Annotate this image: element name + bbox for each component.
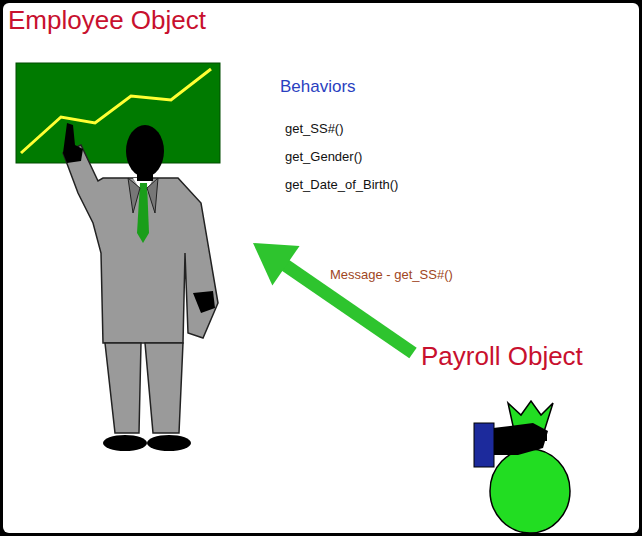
object-title: Payroll Object <box>421 341 637 371</box>
object-region: Employee Object <box>3 3 253 463</box>
behavior-item: get_Date_of_Birth() <box>285 177 398 192</box>
object-region: Payroll Object <box>413 339 637 531</box>
section-heading: Behaviors <box>280 77 356 97</box>
behavior-item: get_SS#() <box>285 121 344 136</box>
message-label: Message - get_SS#() <box>328 267 455 282</box>
object-title: Employee Object <box>8 5 253 35</box>
behavior-item: get_Gender() <box>285 149 362 164</box>
chart-board <box>16 63 220 163</box>
money-bag <box>474 401 570 533</box>
chart-line <box>21 69 211 153</box>
employee-figure <box>63 123 218 451</box>
message-arrow <box>253 243 413 353</box>
